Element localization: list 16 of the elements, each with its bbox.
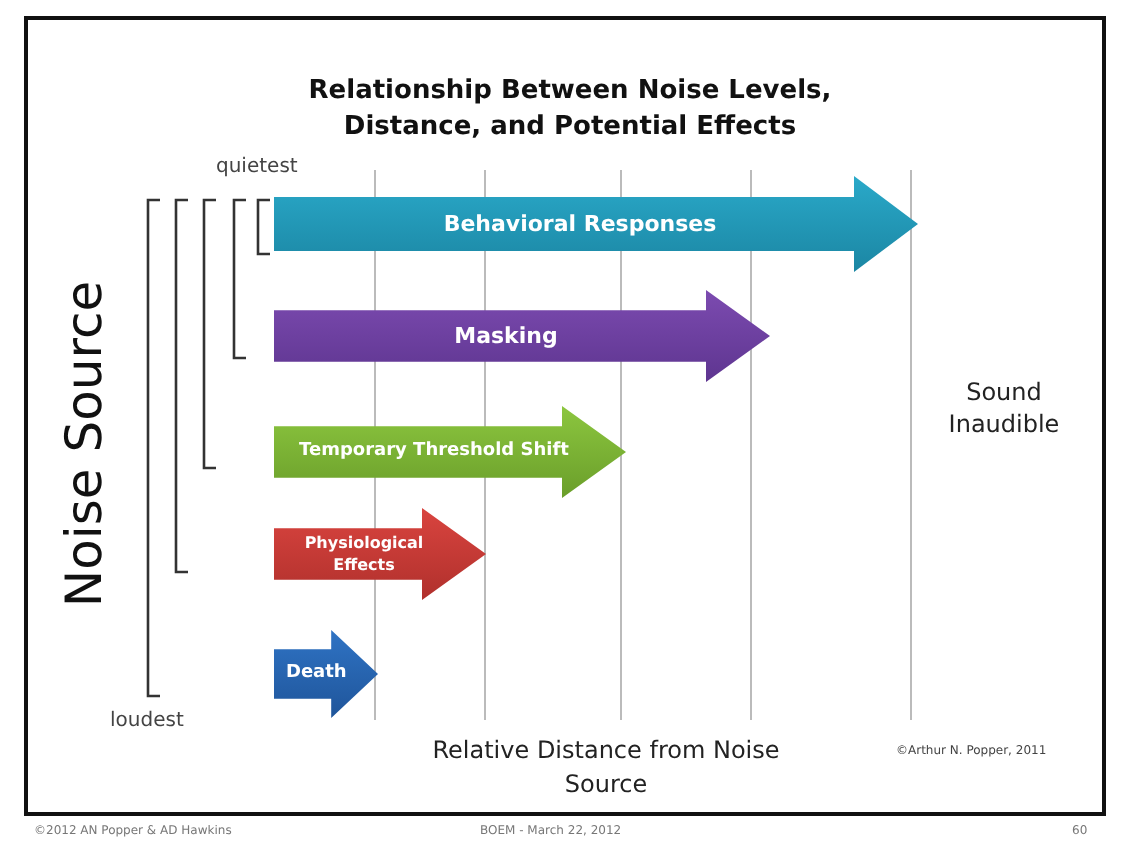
- effect-label: Temporary Threshold Shift: [297, 441, 571, 463]
- axis-title: Noise Source: [55, 280, 113, 608]
- effect-label: Physiological Effects: [302, 532, 426, 576]
- effect-label: Behavioral Responses: [441, 213, 719, 235]
- scale-end-label: quietest: [216, 156, 300, 178]
- effect-label: Death: [283, 663, 349, 685]
- effect-bar: [274, 176, 918, 272]
- axis-title: Relative Distance from Noise Source: [430, 734, 782, 802]
- scale-end-label: loudest: [110, 710, 186, 732]
- effect-bar: [274, 508, 486, 600]
- effect-bar: [274, 406, 626, 498]
- effect-bar: [274, 290, 770, 382]
- effect-bar: [274, 630, 378, 718]
- effect-label: Masking: [452, 325, 560, 347]
- diagram-title: Relationship Between Noise Levels, Distance, and Potential Effects: [306, 74, 834, 146]
- note: Sound Inaudible: [946, 376, 1062, 440]
